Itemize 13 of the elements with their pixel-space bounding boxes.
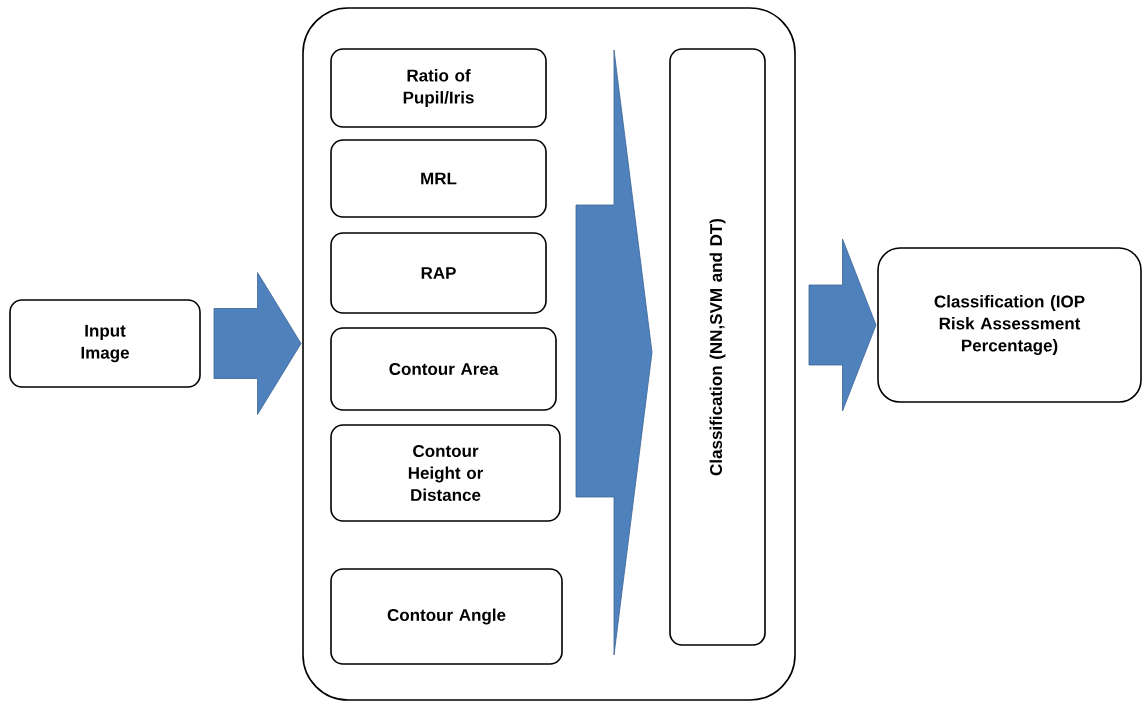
process-box: Ratio of Pupil/Iris — [330, 48, 547, 128]
block-arrow — [575, 49, 653, 656]
process-box: Contour Height or Distance — [330, 424, 561, 522]
process-box: MRL — [330, 139, 547, 218]
block-arrow — [808, 238, 877, 412]
process-box: Input Image — [9, 299, 201, 388]
process-box: Contour Angle — [330, 568, 563, 665]
block-arrow — [213, 272, 302, 415]
process-box: Classification (IOP Risk Assessment Percentage) — [877, 247, 1142, 403]
process-box: RAP — [330, 232, 547, 314]
process-box: Classification (NN,SVM and DT) — [669, 48, 766, 646]
process-box: Contour Area — [330, 327, 557, 411]
container-box — [302, 7, 796, 701]
